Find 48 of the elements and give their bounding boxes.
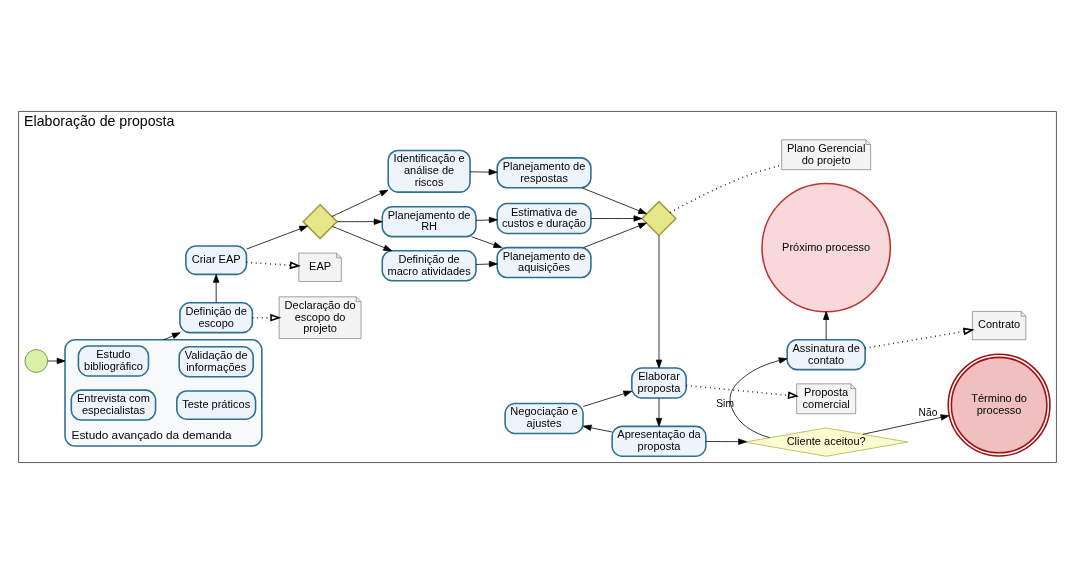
arrow <box>469 168 498 176</box>
node-box: Estudo bibliográfico <box>77 345 150 377</box>
arrow <box>331 189 389 217</box>
node-box: Criar EAP <box>185 245 248 276</box>
node-box: Negociação e ajustes <box>504 402 584 435</box>
node-diamond: Cliente aceitou? <box>744 427 909 457</box>
node-diamond <box>302 203 339 240</box>
arrow <box>685 384 799 400</box>
node-box: Estimativa de custos e duração <box>496 202 592 235</box>
edge-label: Não <box>918 407 938 419</box>
node-box: Assinatura de contato <box>786 338 866 371</box>
arrow <box>331 226 393 252</box>
node-box: Planejamento de aquisições <box>496 246 592 279</box>
node-box: Planejamento de respostas <box>496 157 592 189</box>
node-box: Entrevista com especialistas <box>70 389 157 421</box>
node-box: Apresentação da proposta <box>611 425 707 458</box>
node-box: Definição de macro atividades <box>381 250 477 282</box>
node-box: Definição de escopo <box>179 301 254 334</box>
arrow <box>213 274 220 304</box>
node-box: Validação de informações <box>178 346 254 378</box>
arrow <box>251 313 282 322</box>
arrow <box>655 397 663 427</box>
arrow <box>862 414 950 435</box>
node-box: Identificação e análise de riscos <box>387 149 471 193</box>
arrow <box>336 218 383 225</box>
arrow <box>582 424 613 433</box>
arrow <box>864 327 975 349</box>
arrow <box>246 225 308 250</box>
arrow <box>582 390 633 407</box>
arrow <box>163 332 181 341</box>
arrow <box>581 187 647 215</box>
arrow <box>475 216 498 224</box>
arrow <box>475 260 498 268</box>
node-circle <box>24 349 49 373</box>
arrow <box>705 438 747 445</box>
arrow <box>655 235 663 369</box>
node-box: Planejamento de RH <box>381 205 477 238</box>
arrow <box>823 311 830 341</box>
node-box: Elaborar proposta <box>631 367 687 399</box>
node-circle: Próximo processo <box>761 182 892 313</box>
node-diamond <box>640 200 678 237</box>
edge-label: Sim <box>716 397 734 409</box>
arrow <box>590 215 643 222</box>
arrow <box>47 357 66 365</box>
node-box: Teste práticos <box>176 390 257 421</box>
arrow <box>729 357 788 439</box>
arrow <box>583 222 647 248</box>
arrow <box>471 236 503 248</box>
